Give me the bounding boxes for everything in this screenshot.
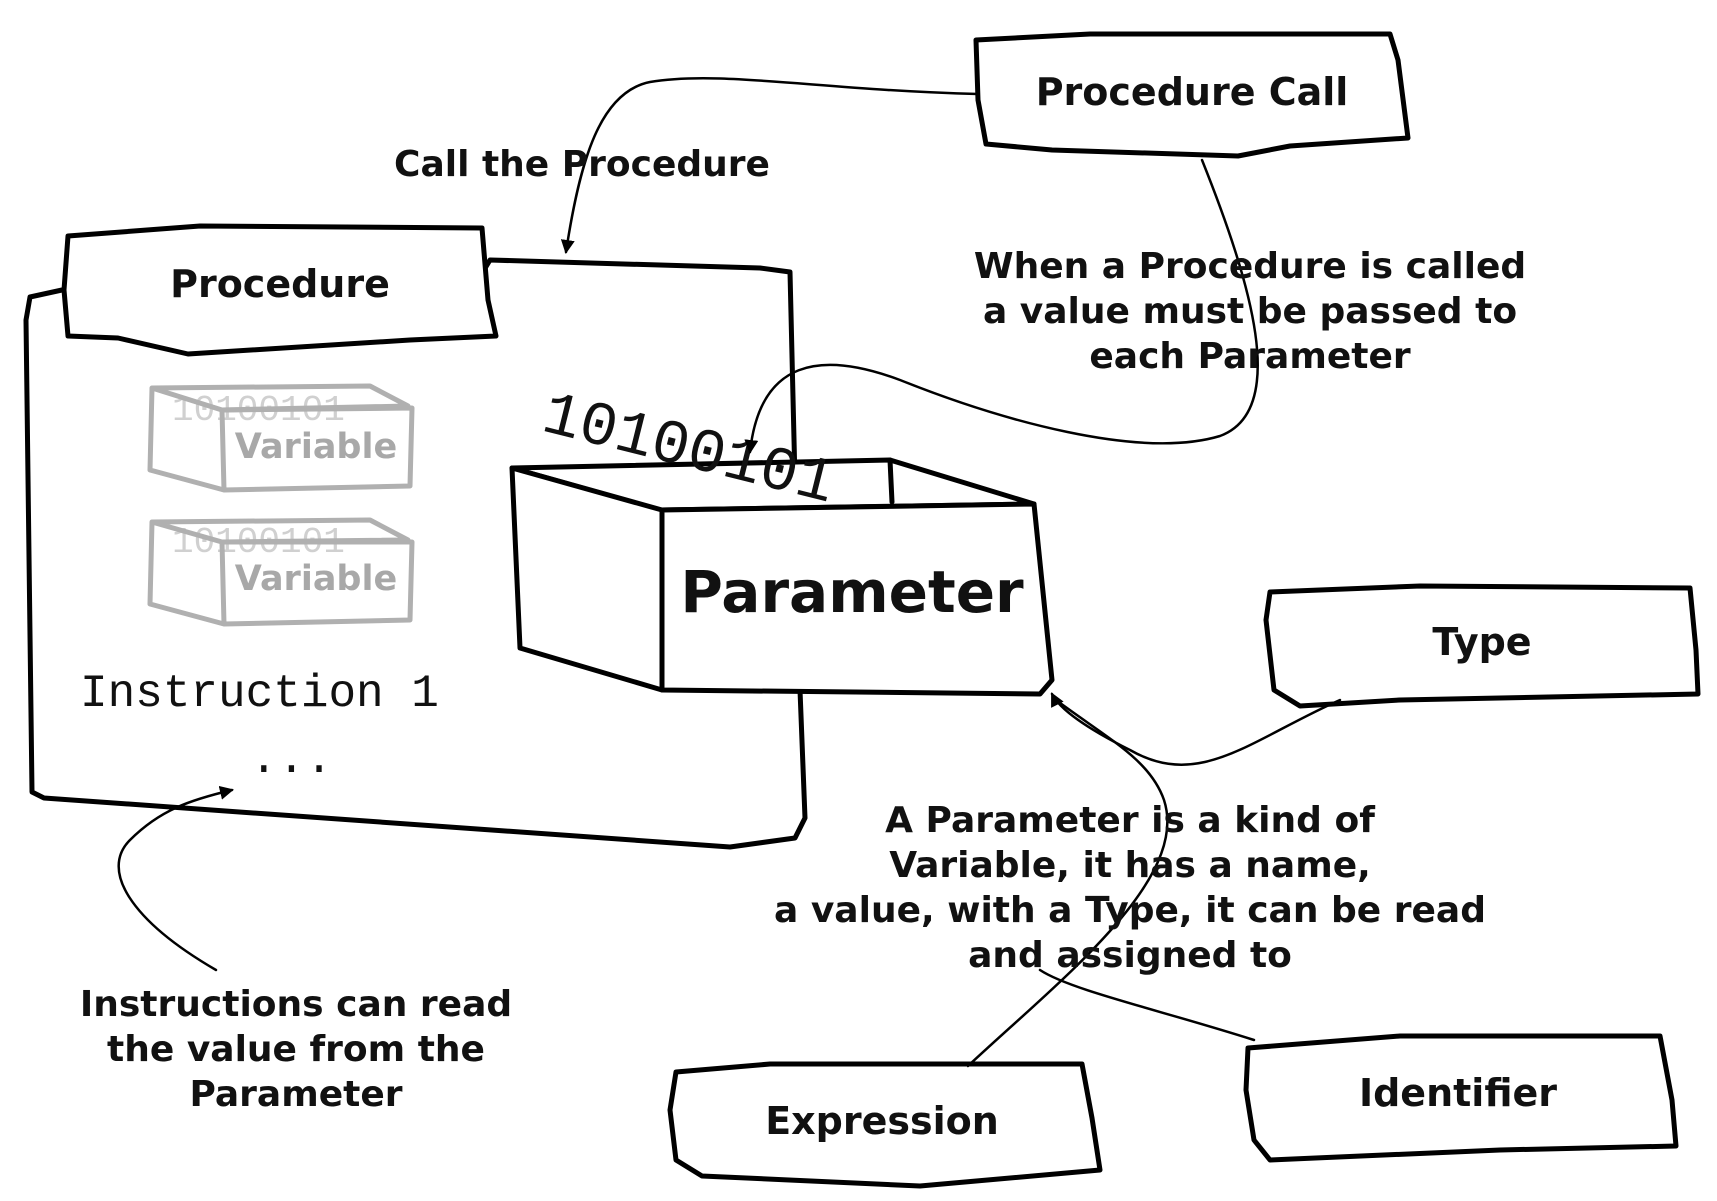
parameter-definition-line-4: and assigned to <box>968 935 1292 976</box>
instructions-read-note: Instructions can read the value from the… <box>80 984 512 1115</box>
identifier-box: Identifier <box>1243 1033 1679 1163</box>
call-the-procedure-note: Call the Procedure <box>394 144 770 185</box>
ellipsis-text: ... <box>250 734 333 786</box>
type-arrow <box>1050 692 1342 766</box>
procedure-box: Procedure <box>61 223 499 357</box>
pass-value-arrow <box>744 158 1259 454</box>
procedure-container <box>23 257 808 850</box>
instructions-read-line-3: Parameter <box>189 1074 402 1115</box>
variable-label-2: Variable <box>235 559 397 599</box>
procedure-call-box: Procedure Call <box>973 31 1411 159</box>
call-arrow <box>560 76 980 254</box>
when-called-line-3: each Parameter <box>1089 336 1411 377</box>
instructions-arrow <box>117 785 234 972</box>
variable-box-2: 10100101 Variable <box>147 517 415 627</box>
identifier-label: Identifier <box>1359 1071 1557 1115</box>
parameter-label: Parameter <box>680 558 1024 626</box>
parameter-definition-line-1: A Parameter is a kind of <box>885 800 1375 841</box>
procedure-call-label: Procedure Call <box>1036 70 1349 114</box>
parameter-box: 10100101 Parameter <box>509 380 1055 697</box>
when-called-note: When a Procedure is called a value must … <box>974 246 1526 377</box>
when-called-line-2: a value must be passed to <box>983 291 1517 332</box>
parameter-definition-line-3: a value, with a Type, it can be read <box>774 890 1486 931</box>
parameter-definition-line-2: Variable, it has a name, <box>889 845 1371 886</box>
when-called-line-1: When a Procedure is called <box>974 246 1526 287</box>
instructions-read-line-2: the value from the <box>107 1029 485 1070</box>
expression-label: Expression <box>765 1099 999 1143</box>
parameter-definition-note: A Parameter is a kind of Variable, it ha… <box>774 800 1486 976</box>
instructions-read-line-1: Instructions can read <box>80 984 512 1025</box>
instruction-text: Instruction 1 <box>80 668 439 720</box>
variable-box-1: 10100101 Variable <box>147 383 415 493</box>
type-label: Type <box>1432 620 1531 664</box>
expression-box: Expression <box>667 1061 1103 1189</box>
identifier-connector <box>1038 968 1256 1042</box>
expression-arrow <box>966 698 1169 1068</box>
type-box: Type <box>1263 583 1701 709</box>
variable-label-1: Variable <box>235 427 397 467</box>
procedure-label: Procedure <box>170 262 390 306</box>
